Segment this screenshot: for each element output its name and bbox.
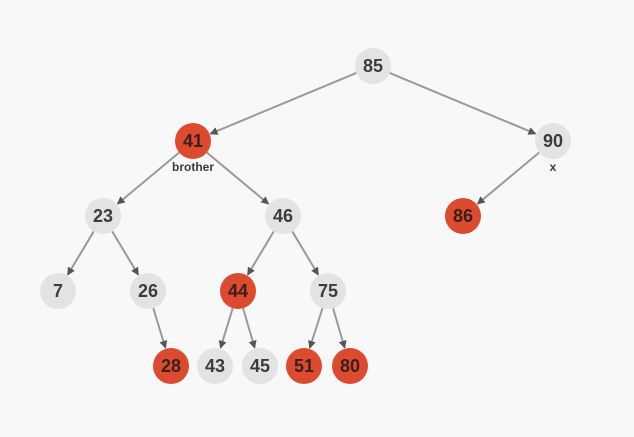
node-80: 80 <box>332 348 368 384</box>
node-41: 41 <box>175 123 211 159</box>
edge-75-51 <box>308 307 324 349</box>
node-85: 85 <box>355 48 391 84</box>
node-75: 75 <box>310 273 346 309</box>
node-tag-90: x <box>549 160 557 174</box>
edge-75-80 <box>332 307 347 349</box>
edge-90-86 <box>476 151 540 205</box>
node-7: 7 <box>40 273 76 309</box>
node-86: 86 <box>445 198 481 234</box>
edge-85-41 <box>209 72 357 135</box>
node-44: 44 <box>220 273 256 309</box>
node-23: 23 <box>85 198 121 234</box>
edge-44-43 <box>218 307 234 349</box>
edge-23-26 <box>111 230 140 276</box>
edge-23-7 <box>66 230 95 276</box>
node-43: 43 <box>197 348 233 384</box>
node-tag-41: brother <box>172 160 214 174</box>
edge-41-46 <box>206 151 270 205</box>
node-26: 26 <box>130 273 166 309</box>
node-90: 90 <box>535 123 571 159</box>
edge-26-28 <box>152 307 168 349</box>
edge-46-44 <box>246 230 275 276</box>
edge-85-90 <box>389 72 537 135</box>
edge-46-75 <box>291 230 320 276</box>
node-28: 28 <box>153 348 189 384</box>
node-45: 45 <box>242 348 278 384</box>
node-46: 46 <box>265 198 301 234</box>
edge-44-45 <box>242 307 257 349</box>
node-51: 51 <box>286 348 322 384</box>
edge-41-23 <box>116 151 180 205</box>
